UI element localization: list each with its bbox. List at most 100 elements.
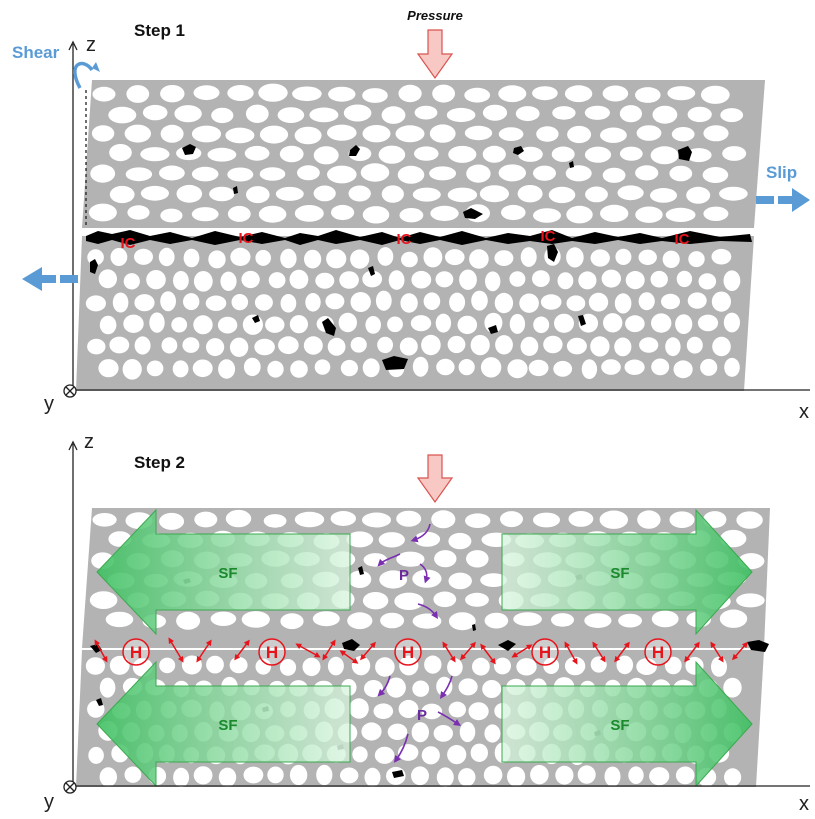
particle bbox=[373, 703, 394, 719]
particle bbox=[552, 106, 576, 120]
particle bbox=[532, 270, 550, 287]
slip-right-arrow bbox=[756, 188, 810, 212]
sf-label: SF bbox=[218, 717, 237, 734]
particle bbox=[183, 248, 200, 268]
particle bbox=[459, 721, 476, 743]
particle bbox=[364, 680, 383, 698]
particle bbox=[364, 767, 381, 787]
particle bbox=[515, 106, 540, 122]
particle bbox=[602, 85, 629, 102]
particle bbox=[225, 127, 255, 144]
particle bbox=[123, 273, 140, 290]
down-arrow-icon bbox=[416, 454, 454, 504]
particle bbox=[639, 337, 659, 353]
particle bbox=[399, 208, 424, 223]
curved-arrow-icon bbox=[73, 61, 94, 89]
particle bbox=[651, 313, 672, 333]
particle bbox=[109, 144, 132, 162]
particle bbox=[381, 185, 404, 203]
particle bbox=[421, 703, 443, 720]
particle bbox=[448, 572, 472, 590]
particle bbox=[590, 249, 610, 267]
particle bbox=[351, 656, 371, 676]
particle bbox=[290, 360, 308, 378]
particle bbox=[414, 105, 438, 120]
particle bbox=[98, 269, 118, 289]
particle bbox=[105, 611, 134, 628]
particle bbox=[600, 204, 629, 222]
particle bbox=[412, 187, 441, 202]
ic-label: IC bbox=[397, 231, 412, 248]
particle bbox=[433, 591, 457, 608]
particle bbox=[555, 765, 574, 785]
particle bbox=[255, 658, 272, 675]
particle bbox=[459, 269, 477, 290]
particle bbox=[275, 186, 304, 201]
particle bbox=[174, 105, 202, 123]
h-marker: H bbox=[644, 638, 672, 666]
particle bbox=[220, 271, 237, 291]
particle bbox=[719, 609, 748, 628]
particle bbox=[161, 337, 178, 354]
particle bbox=[533, 208, 561, 223]
particle bbox=[464, 125, 493, 141]
particle bbox=[268, 272, 286, 289]
particle bbox=[259, 167, 286, 181]
particle bbox=[581, 359, 598, 379]
particle bbox=[664, 656, 682, 675]
particle bbox=[210, 611, 237, 626]
particle bbox=[651, 610, 679, 628]
particle bbox=[601, 269, 621, 288]
particle bbox=[712, 336, 731, 357]
particle bbox=[142, 104, 168, 121]
particle bbox=[218, 359, 236, 379]
particle bbox=[231, 294, 249, 311]
particle bbox=[720, 529, 747, 548]
particle bbox=[533, 512, 560, 528]
step2-title: Step 2 bbox=[134, 453, 185, 472]
particle bbox=[588, 292, 609, 312]
particle bbox=[464, 87, 491, 103]
particle bbox=[719, 186, 748, 201]
h-marker: H bbox=[531, 638, 559, 666]
particle bbox=[99, 315, 117, 335]
h-marker: H bbox=[122, 638, 150, 666]
particle bbox=[149, 312, 165, 333]
particle bbox=[551, 613, 574, 627]
particle bbox=[447, 335, 466, 354]
particle bbox=[585, 186, 608, 203]
particle bbox=[667, 86, 696, 101]
particle bbox=[435, 313, 452, 333]
particle bbox=[484, 724, 501, 743]
particle bbox=[313, 185, 336, 202]
upper-particles bbox=[88, 83, 748, 224]
particle bbox=[294, 205, 324, 222]
particle bbox=[125, 167, 153, 182]
particle bbox=[294, 126, 322, 145]
particle bbox=[635, 87, 661, 103]
interface-crack bbox=[86, 230, 752, 245]
particle bbox=[516, 658, 537, 676]
particle bbox=[447, 745, 467, 765]
particle bbox=[159, 657, 176, 674]
axis-z-label: z bbox=[84, 431, 94, 453]
particle bbox=[289, 764, 308, 786]
particle bbox=[411, 270, 432, 289]
particle bbox=[482, 680, 502, 698]
particle bbox=[304, 249, 322, 269]
particle bbox=[289, 269, 309, 289]
particle bbox=[124, 124, 151, 143]
particle bbox=[498, 85, 527, 103]
particle bbox=[362, 592, 389, 610]
particle bbox=[482, 145, 506, 163]
particle bbox=[124, 766, 142, 783]
ic-label: IC bbox=[675, 231, 690, 248]
particle bbox=[245, 104, 269, 124]
particle bbox=[315, 272, 335, 289]
sf-label: SF bbox=[610, 565, 629, 582]
particle bbox=[183, 293, 200, 311]
slip-left-arrow bbox=[22, 267, 78, 291]
particle bbox=[312, 611, 340, 627]
particle bbox=[457, 315, 478, 335]
